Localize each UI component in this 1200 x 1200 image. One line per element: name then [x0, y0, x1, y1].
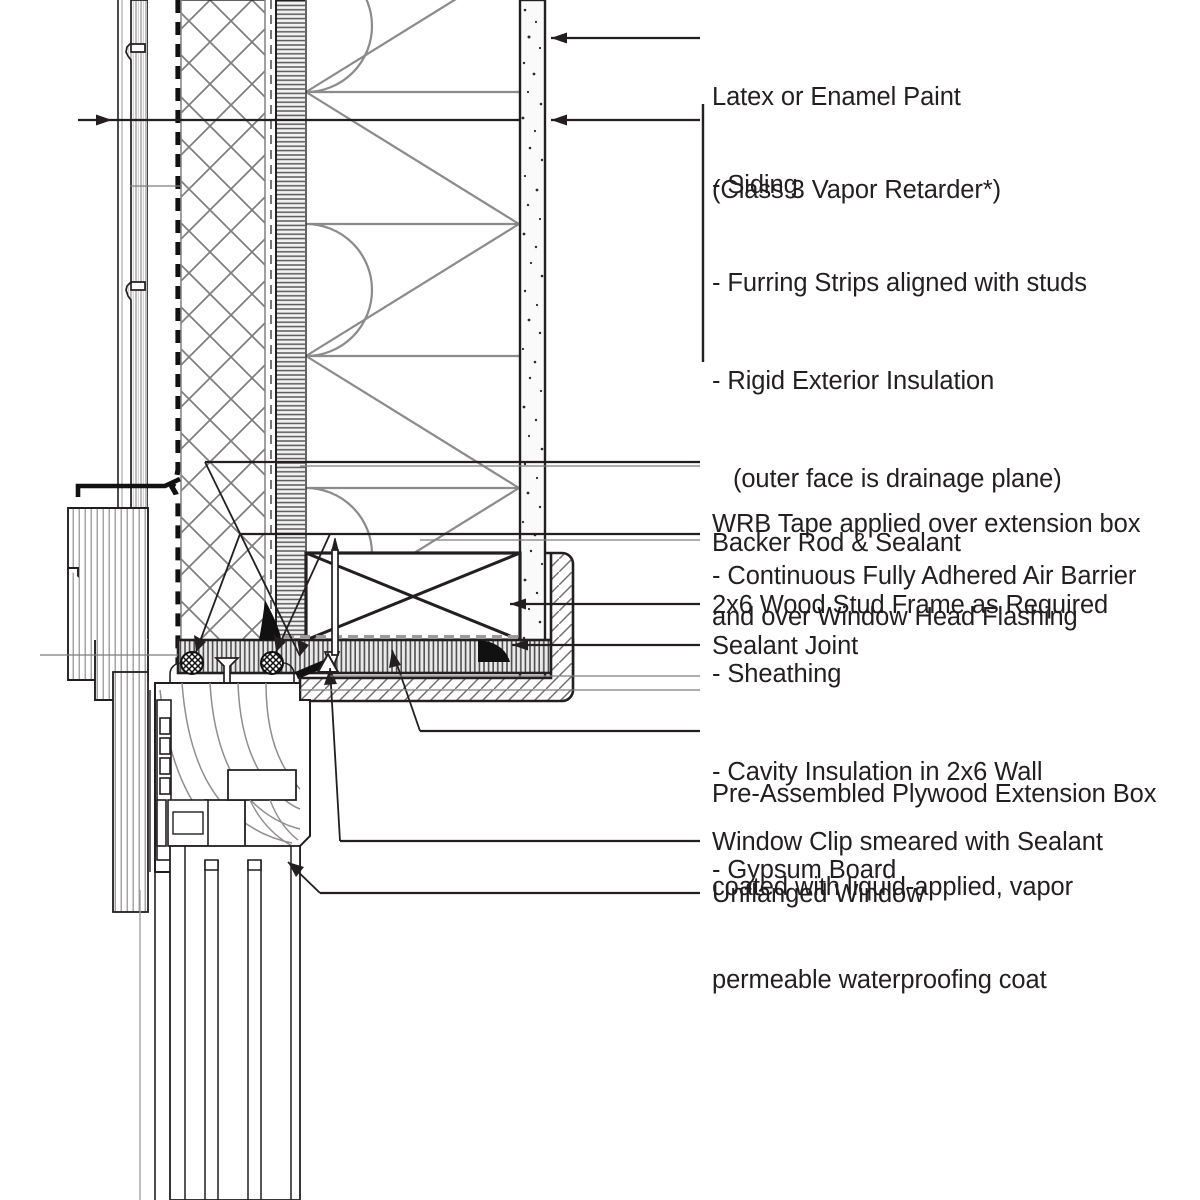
- rigid-exterior-insulation: [180, 0, 266, 649]
- list-item-rigid-insulation: - Rigid Exterior Insulation: [712, 366, 995, 395]
- list-item-sheathing: - Sheathing: [712, 660, 842, 689]
- furring-air-gap: [148, 0, 178, 672]
- label-wrb-tape-line2: and over Window Head Flashing: [712, 603, 1078, 631]
- window-clip: [316, 651, 340, 673]
- label-wrb-tape: WRB Tape applied over extension box and …: [712, 447, 1140, 664]
- label-backer-rod: Backer Rod & Sealant: [712, 529, 961, 557]
- label-latex-paint: Latex or Enamel Paint (Class 3 Vapor Ret…: [712, 20, 1001, 237]
- label-sealant-joint: Sealant Joint: [712, 632, 859, 660]
- list-item-gypsum-board: - Gypsum Board: [712, 855, 897, 884]
- leader-lines: [40, 32, 700, 895]
- list-item-furring-strips: - Furring Strips aligned with studs: [712, 268, 1087, 297]
- label-unflanged-window: Unflanged Window: [712, 880, 925, 908]
- window-side-trim: [112, 671, 149, 913]
- label-extension-box: Pre-Assembled Plywood Extension Box coat…: [712, 717, 1156, 1027]
- gypsum-board-layer: [518, 0, 547, 685]
- sheathing-layer: [275, 0, 307, 641]
- continuous-air-barrier: [169, 0, 300, 667]
- label-extension-box-line1: Pre-Assembled Plywood Extension Box: [712, 780, 1157, 808]
- list-item-air-barrier: - Continuous Fully Adhered Air Barrier: [712, 562, 1137, 591]
- cavity-batt-insulation: [305, 0, 520, 605]
- label-window-clip: Window Clip smeared with Sealant: [712, 828, 1103, 856]
- plywood-extension-box-return: [298, 551, 575, 703]
- label-extension-box-line3: permeable waterproofing coat: [712, 966, 1047, 994]
- wood-stud-frame-header: [304, 551, 522, 642]
- unflanged-window: [149, 682, 311, 873]
- label-assembly-list: - Siding - Furring Strips aligned with s…: [712, 104, 1136, 919]
- label-latex-paint-line2: (Class 3 Vapor Retarder*): [712, 176, 1001, 204]
- label-wrb-tape-line1: WRB Tape applied over extension box: [712, 510, 1141, 538]
- label-stud-frame: 2x6 Wood Stud Frame as Required: [712, 591, 1109, 619]
- list-item-cavity-insulation: - Cavity Insulation in 2x6 Wall: [712, 757, 1043, 786]
- window-head-flashing: [75, 476, 181, 497]
- list-item-siding: - Siding: [712, 171, 798, 200]
- triple-glazing-unit: [139, 845, 301, 1200]
- backer-rod-assembly: [169, 651, 295, 682]
- label-extension-box-line2: coated with liquid-applied, vapor: [712, 873, 1074, 901]
- list-item-drainage-plane: (outer face is drainage plane): [712, 464, 1062, 493]
- label-latex-paint-line1: Latex or Enamel Paint: [712, 83, 961, 111]
